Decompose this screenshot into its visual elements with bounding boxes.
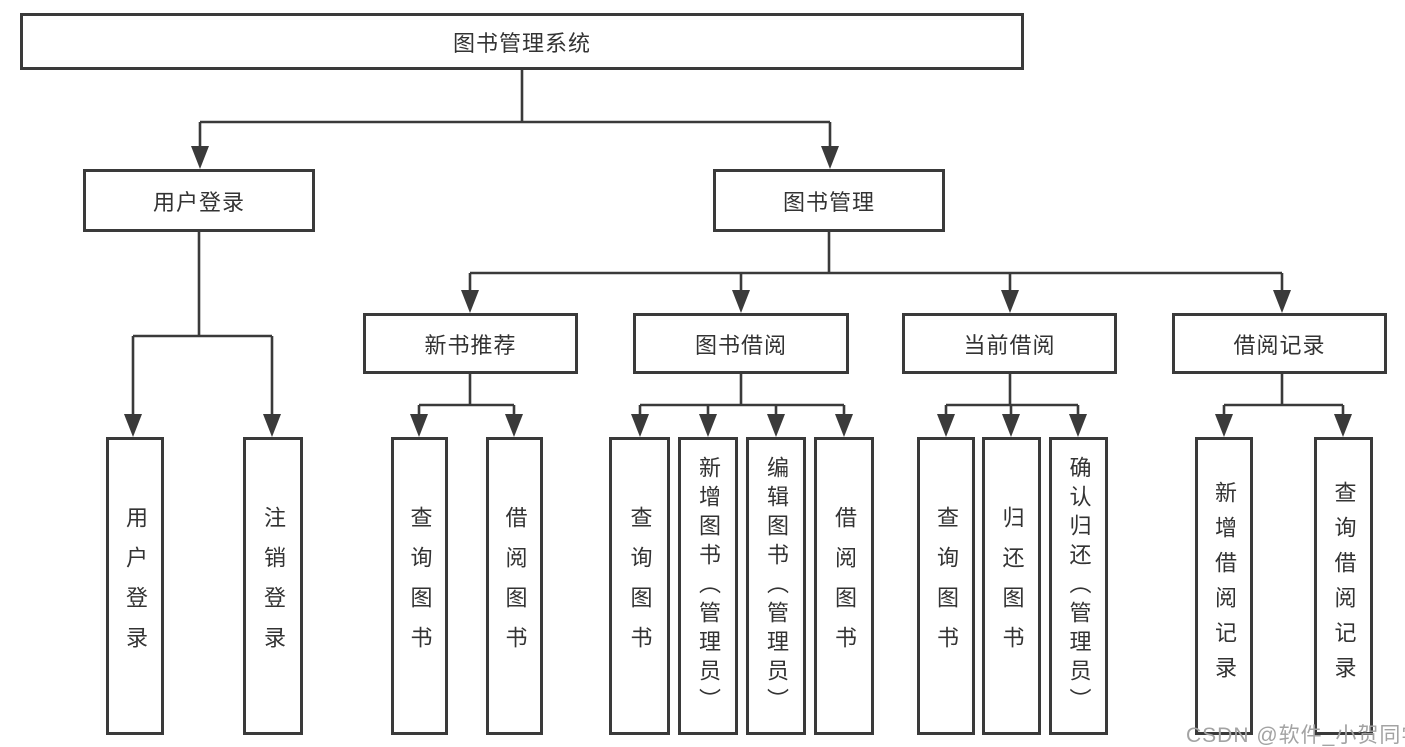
leaf-borrow-books-2: 借阅图书 <box>814 437 874 735</box>
leaf-borrow-books-1: 借阅图书 <box>486 437 543 735</box>
arrow-down-icon <box>699 414 717 437</box>
leaf-edit-book-admin: 编辑图书（管理员） <box>746 437 806 735</box>
connector-lines <box>131 69 1345 421</box>
csdn-watermark: CSDN @软件_小贺同学 <box>1186 724 1405 747</box>
node-book-management: 图书管理 <box>713 169 945 232</box>
arrow-down-icon <box>937 414 955 437</box>
arrow-down-icon <box>124 414 142 437</box>
arrow-down-icon <box>767 414 785 437</box>
arrow-down-icon <box>1215 414 1233 437</box>
arrow-down-icon <box>263 414 281 437</box>
arrow-down-icon <box>1001 290 1019 313</box>
node-current-borrow: 当前借阅 <box>902 313 1117 374</box>
arrow-down-icon <box>631 414 649 437</box>
arrow-down-icon <box>410 414 428 437</box>
arrow-down-icon <box>1273 290 1291 313</box>
leaf-add-borrow-record: 新增借阅记录 <box>1195 437 1253 735</box>
arrow-down-icon <box>461 290 479 313</box>
leaf-logout: 注销登录 <box>243 437 303 735</box>
arrow-down-icon <box>821 146 839 169</box>
arrow-down-icon <box>835 414 853 437</box>
arrow-down-icon <box>1334 414 1352 437</box>
arrowheads <box>124 146 1352 437</box>
node-root-system: 图书管理系统 <box>20 13 1024 70</box>
leaf-add-book-admin: 新增图书（管理员） <box>678 437 738 735</box>
leaf-query-borrow-record: 查询借阅记录 <box>1314 437 1373 735</box>
arrow-down-icon <box>732 290 750 313</box>
node-borrow-records: 借阅记录 <box>1172 313 1387 374</box>
arrow-down-icon <box>1002 414 1020 437</box>
leaf-user-login: 用户登录 <box>106 437 164 735</box>
leaf-return-books: 归还图书 <box>982 437 1041 735</box>
arrow-down-icon <box>191 146 209 169</box>
arrow-down-icon <box>1069 414 1087 437</box>
leaf-query-books-1: 查询图书 <box>391 437 448 735</box>
leaf-query-books-2: 查询图书 <box>609 437 670 735</box>
node-book-borrow: 图书借阅 <box>633 313 849 374</box>
leaf-query-books-3: 查询图书 <box>917 437 975 735</box>
node-user-login: 用户登录 <box>83 169 315 232</box>
leaf-confirm-return-admin: 确认归还（管理员） <box>1049 437 1108 735</box>
arrow-down-icon <box>505 414 523 437</box>
node-new-book-recommend: 新书推荐 <box>363 313 578 374</box>
